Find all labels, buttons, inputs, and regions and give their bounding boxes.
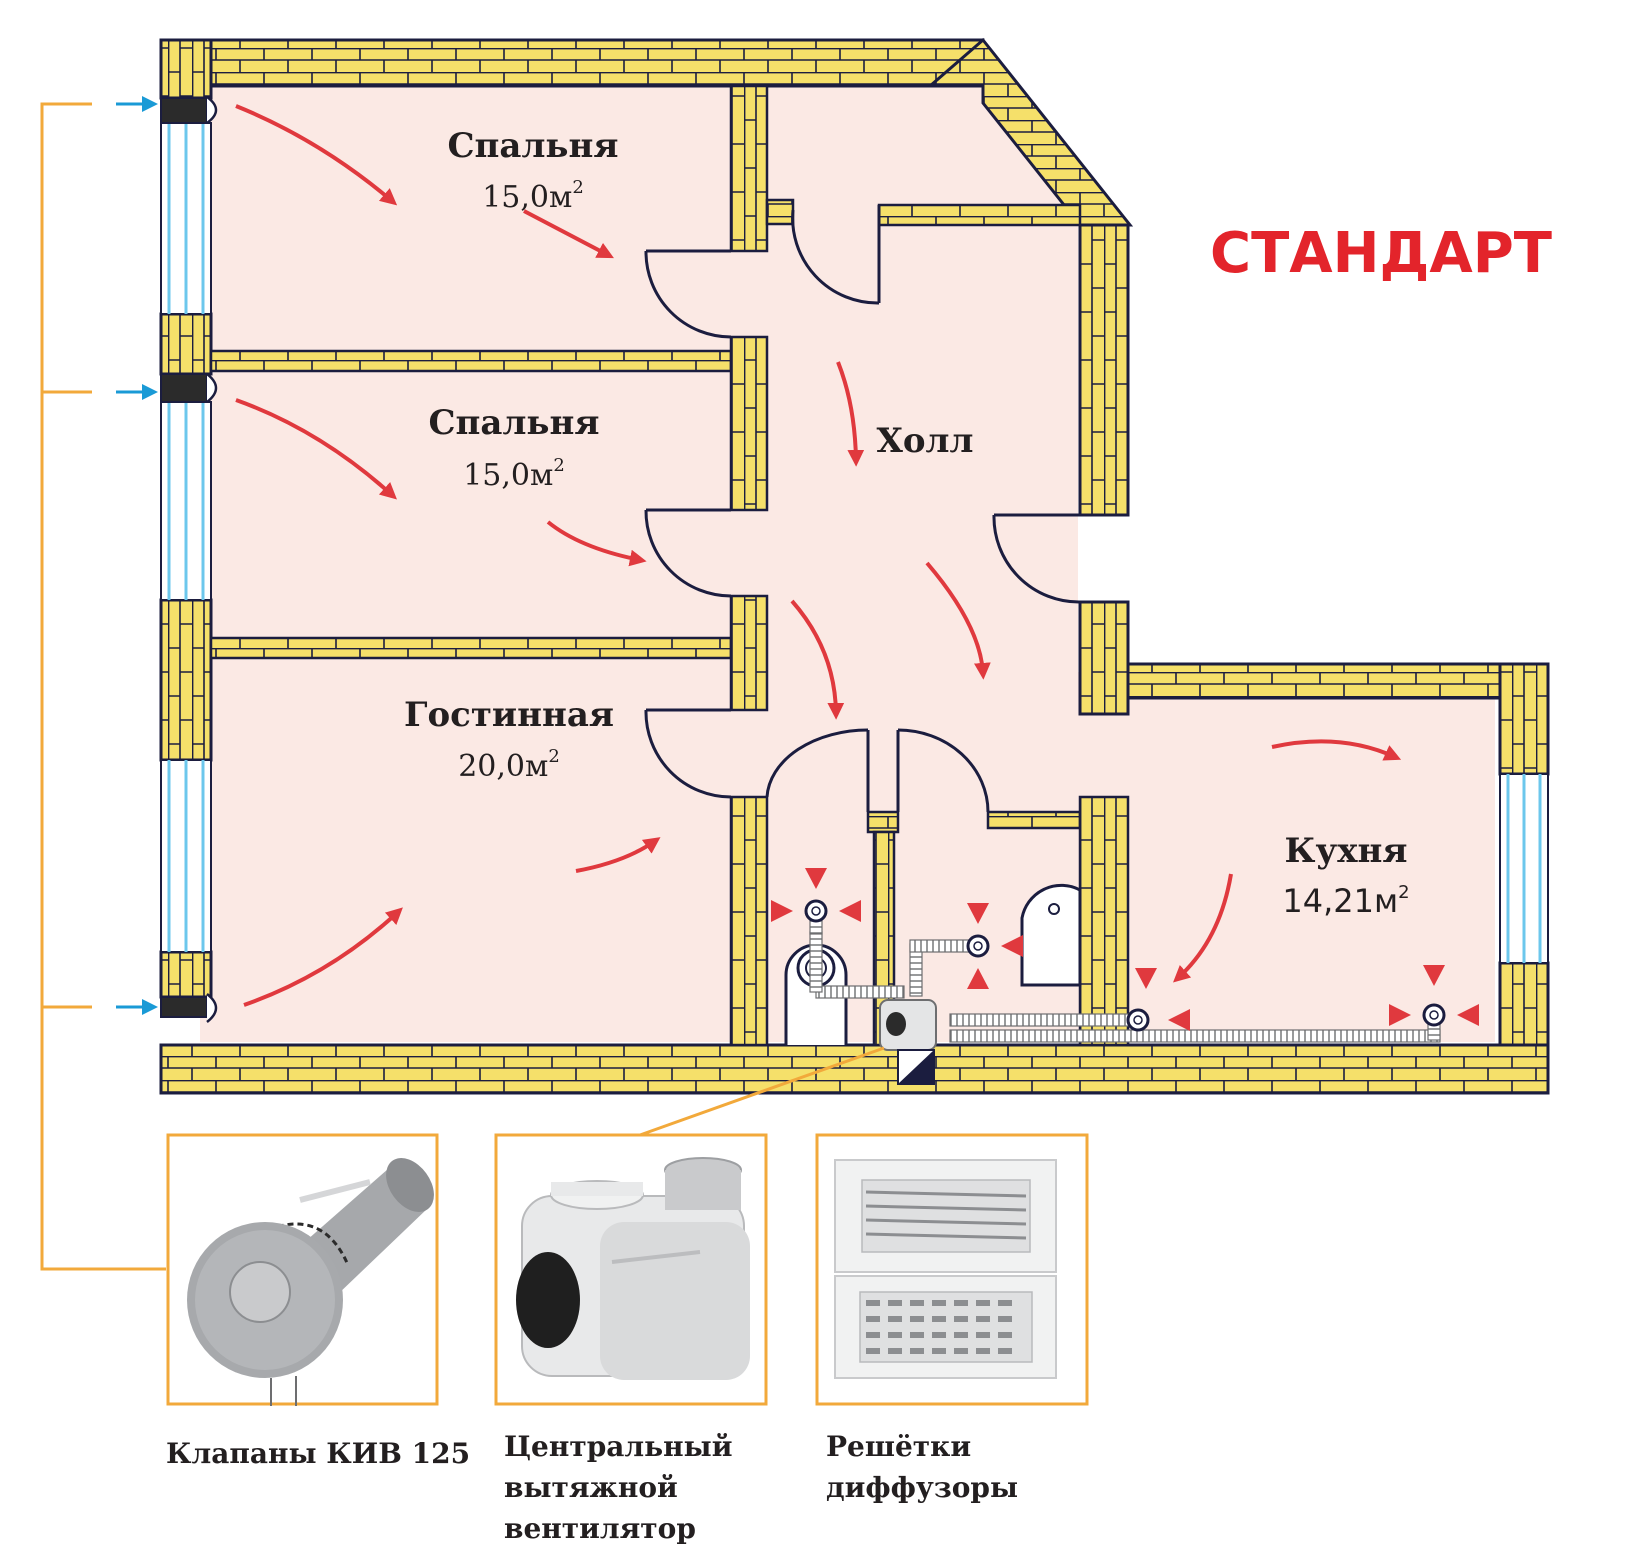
product-panel-grilles [815,1133,1089,1406]
door-bedroom-1 [644,249,732,339]
window-left-2 [160,401,212,601]
exhaust-diffusers [771,868,1479,1032]
airflow-arrow [1173,873,1233,983]
diffuser-toilet [966,903,1023,989]
room-area-bedroom-1: 15,0м2 [482,177,584,215]
outer-walls [159,37,1550,1095]
window-kitchen [1499,773,1549,964]
inlet-valve-1 [160,95,218,125]
doors [644,205,1081,813]
room-name-hall: Холл [876,421,973,461]
room-area-kitchen: 14,21м2 [1282,882,1409,920]
inlet-valves [160,95,218,1023]
airflow-arrow [836,361,865,467]
windows [160,122,1549,964]
door-bathroom [765,728,870,812]
airflow-arrow [790,599,845,720]
inlet-valve-kiv125-icon [187,1158,434,1406]
airflow-arrow [235,104,398,206]
floor-area [200,83,1495,1042]
room-name-bedroom-2: Спальня [428,403,599,443]
airflow-arrows [235,104,1402,1007]
room-name-kitchen: Кухня [1285,831,1408,871]
product-panel-valve [166,1133,439,1406]
airflow-arrow [546,520,647,567]
inlet-arrow [116,999,158,1015]
room-name-bedroom-1: Спальня [447,126,618,166]
airflow-arrow [523,209,614,259]
airflow-arrow [925,561,991,680]
valve-leader-lines [40,96,885,1271]
inlet-valve-3 [160,993,218,1023]
ducts [809,909,1441,1043]
caption-valve: Клапаны КИВ 125 [166,1437,471,1470]
window-left-3 [160,759,212,953]
airflow-arrow [1271,739,1402,761]
airflow-arrow [575,837,661,873]
inlet-valve-2 [160,373,218,403]
door-bedroom-2 [644,508,732,598]
product-panel-fan [494,1133,768,1406]
airflow-arrow [243,907,403,1007]
diffuser-grilles-icon [834,1159,1057,1379]
door-kitchen [992,513,1081,604]
caption-grilles: Решётки диффузоры [826,1430,1019,1504]
door-closet [791,205,881,305]
airflow-arrow [235,398,397,500]
room-name-living: Гостинная [404,695,614,735]
room-area-bedroom-2: 15,0м2 [463,455,565,493]
inlet-arrow [116,96,158,112]
room-labels: Спальня 15,0м2 Спальня 15,0м2 Гостинная … [404,126,1410,920]
diffuser-kitchen-2 [1389,965,1479,1027]
window-left-1 [160,122,212,315]
scheme-title: СТАНДАРТ [1210,221,1552,286]
central-fan-plan-icon [879,999,937,1085]
caption-fan: Центральный вытяжной вентилятор [504,1430,733,1545]
central-exhaust-fan-icon [516,1157,750,1380]
door-toilet [896,728,990,813]
diffuser-bathroom [771,868,861,923]
room-area-living: 20,0м2 [458,746,560,784]
interior-walls [209,84,1130,1047]
fixtures [784,883,1082,1045]
toilet [1020,883,1082,987]
door-living [644,708,732,799]
diffuser-kitchen-1 [1126,968,1190,1032]
inlet-arrow [116,384,158,400]
